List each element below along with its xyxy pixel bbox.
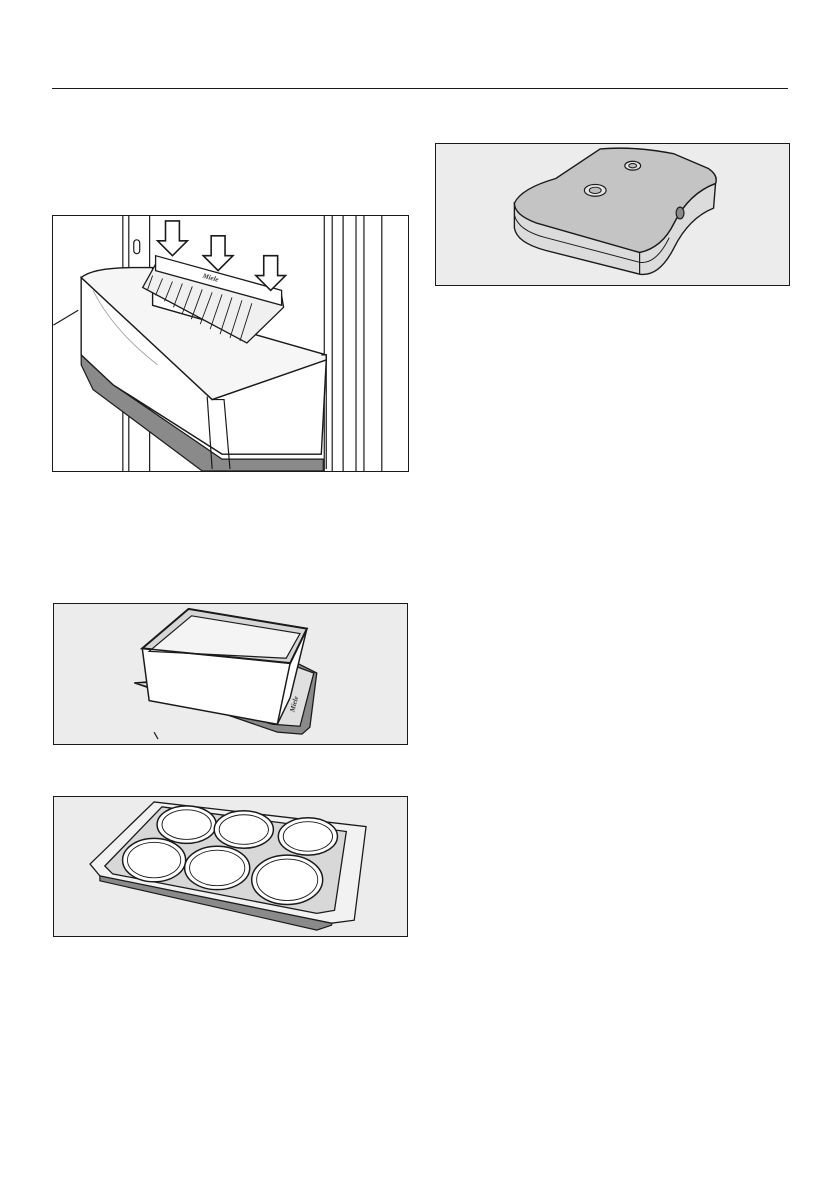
storage-box-figure: Miele (53, 603, 408, 745)
storage-box-illustration: Miele (54, 604, 407, 744)
bottle-holder-illustration (436, 144, 789, 285)
bottle-holder-figure (435, 143, 790, 286)
door-shelf-figure: Miele (52, 215, 409, 472)
holder-pin (676, 207, 684, 219)
egg-cup (278, 818, 337, 855)
egg-tray-illustration (54, 797, 407, 936)
egg-cup (157, 806, 216, 843)
arrow-down-icon (203, 236, 233, 271)
arrow-down-icon (158, 221, 188, 256)
header-rule (52, 88, 788, 89)
egg-cup (252, 855, 323, 904)
egg-tray-figure (53, 796, 408, 937)
frame-slot (134, 240, 140, 254)
egg-cup (185, 846, 250, 889)
egg-cup (214, 811, 273, 848)
door-shelf-illustration: Miele (53, 216, 408, 471)
egg-cup (123, 838, 186, 881)
